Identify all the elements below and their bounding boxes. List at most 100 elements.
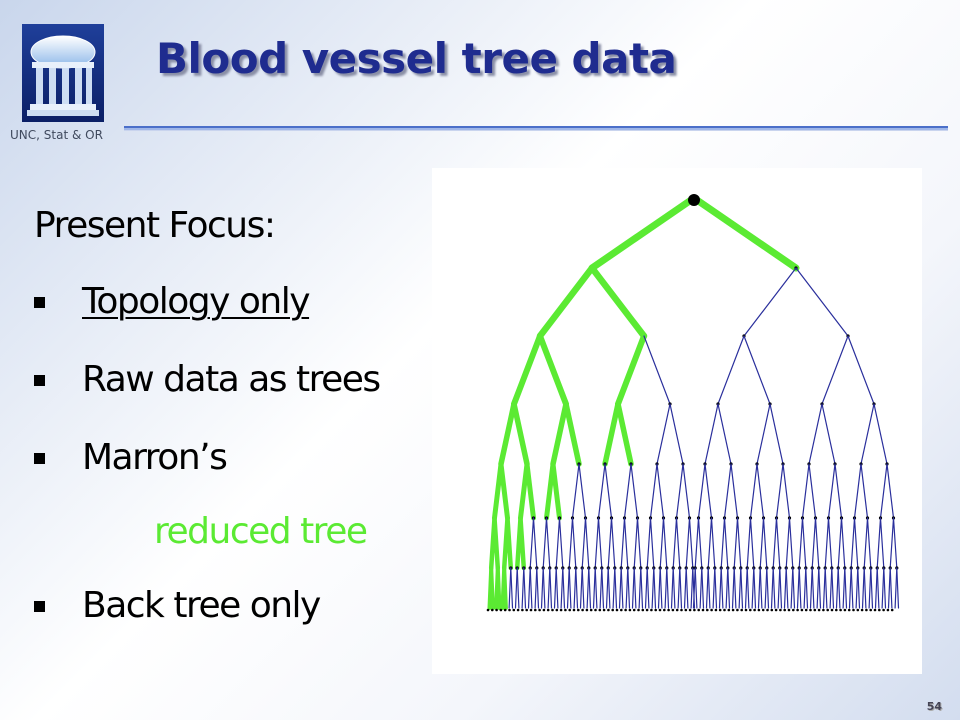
tree-branch xyxy=(714,567,718,609)
tree-node xyxy=(757,608,761,612)
bullet-text: Back tree only xyxy=(82,585,321,626)
tree-node xyxy=(577,608,580,612)
tree-branch xyxy=(743,335,771,405)
bullet-text: Topology only xyxy=(82,281,311,322)
tree-node xyxy=(503,608,507,612)
tree-branch xyxy=(672,567,676,609)
tree-node xyxy=(826,608,829,612)
tree-branch xyxy=(495,566,502,610)
tree-branch xyxy=(889,517,895,569)
unc-old-well-logo xyxy=(22,24,104,122)
tree-node xyxy=(865,608,868,612)
slide-title: Blood vessel tree data xyxy=(156,34,677,83)
tree-branch xyxy=(549,567,553,609)
tree-branch xyxy=(801,517,807,569)
tree-branch xyxy=(831,567,835,609)
tree-node xyxy=(598,608,602,612)
tree-node xyxy=(787,608,791,612)
tree-branch xyxy=(775,463,784,519)
tree-node xyxy=(516,608,520,612)
tree-branch xyxy=(656,403,671,465)
tree-branch xyxy=(594,517,600,569)
tree-branch xyxy=(876,567,880,609)
tree-branch xyxy=(837,517,843,569)
tree-branch xyxy=(753,567,757,609)
tree-branch xyxy=(886,463,895,519)
tree-branch xyxy=(690,194,800,272)
tree-node xyxy=(538,608,541,612)
tree-branch xyxy=(607,517,613,569)
tree-branch xyxy=(620,567,624,609)
tree-node xyxy=(688,194,700,206)
tree-node xyxy=(804,608,808,612)
tree-branch xyxy=(550,401,569,467)
tree-branch xyxy=(866,517,872,569)
tree-branch xyxy=(672,517,678,569)
tree-node xyxy=(869,608,872,612)
tree-branch xyxy=(571,463,580,519)
tree-branch xyxy=(798,517,804,569)
tree-node xyxy=(499,608,503,612)
tree-node xyxy=(882,608,885,612)
tree-branch xyxy=(759,567,763,609)
tree-branch xyxy=(720,517,726,569)
tree-branch xyxy=(653,567,657,609)
tree-branch xyxy=(749,463,758,519)
tree-branch xyxy=(746,517,752,569)
tree-branch xyxy=(756,463,765,519)
tree-branch xyxy=(685,517,691,569)
tree-branch xyxy=(620,517,626,569)
tree-node xyxy=(817,608,821,612)
tree-node xyxy=(718,608,722,612)
tree-branch xyxy=(510,567,514,609)
tree-node xyxy=(761,608,765,612)
focus-heading: Present Focus: xyxy=(34,205,276,246)
tree-branch xyxy=(523,567,527,609)
tree-branch xyxy=(675,463,684,519)
tree-branch xyxy=(659,567,663,609)
tree-branch xyxy=(788,517,794,569)
tree-branch xyxy=(659,517,665,569)
tree-branch xyxy=(623,517,629,569)
tree-branch xyxy=(701,567,705,609)
tree-node xyxy=(809,608,812,612)
tree-branch xyxy=(850,517,856,569)
tree-node xyxy=(693,608,696,612)
tree-branch xyxy=(685,567,689,609)
tree-branch xyxy=(562,567,566,609)
tree-node xyxy=(671,608,675,612)
tree-branch xyxy=(568,567,572,609)
tree-branch xyxy=(733,517,739,569)
tree-branch xyxy=(697,517,703,569)
tree-node xyxy=(783,608,786,612)
tree-branch xyxy=(545,517,551,569)
tree-node xyxy=(749,608,752,612)
tree-branch xyxy=(756,403,771,465)
tree-branch xyxy=(563,401,582,467)
tree-branch xyxy=(646,517,652,569)
tree-branch xyxy=(694,517,700,569)
tree-node xyxy=(878,608,881,612)
tree-node xyxy=(839,608,842,612)
tree-branch xyxy=(759,517,765,569)
tree-branch xyxy=(679,567,683,609)
bullet-text: Raw data as trees xyxy=(82,359,381,400)
tree-branch xyxy=(844,567,848,609)
tree-branch xyxy=(502,566,508,610)
tree-branch xyxy=(601,567,605,609)
tree-node xyxy=(645,608,649,612)
tree-node xyxy=(847,608,851,612)
tree-node xyxy=(852,608,855,612)
tree-node xyxy=(744,608,748,612)
tree-node xyxy=(727,608,731,612)
tree-branch xyxy=(633,567,637,609)
tree-branch xyxy=(840,517,846,569)
tree-branch xyxy=(511,333,543,407)
tree-branch xyxy=(795,267,849,337)
tree-node xyxy=(813,608,817,612)
tree-branch xyxy=(730,463,739,519)
tree-node xyxy=(585,608,589,612)
tree-branch xyxy=(529,517,535,569)
tree-node xyxy=(602,608,606,612)
tree-node xyxy=(667,608,670,612)
